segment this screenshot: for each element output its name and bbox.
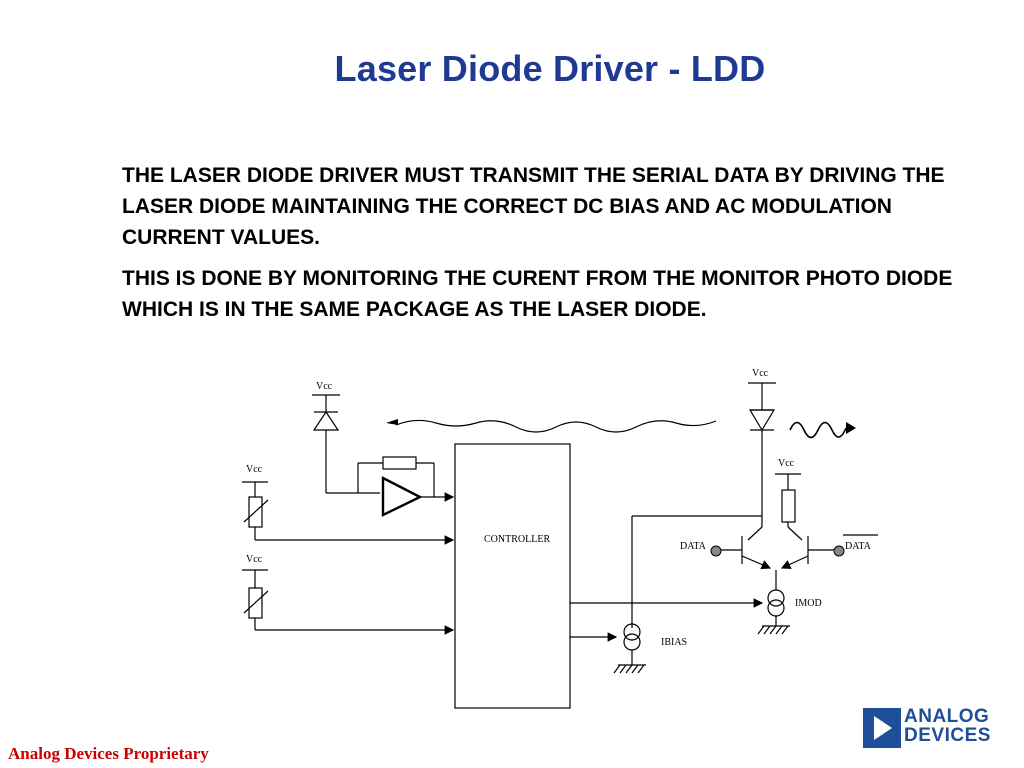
- data-label: DATA: [680, 541, 707, 552]
- controller-label: CONTROLLER: [484, 534, 550, 545]
- imod-label: IMOD: [795, 598, 822, 609]
- logo-line-2: DEVICES: [904, 725, 991, 746]
- vcc-label-pot2: Vcc: [246, 554, 263, 565]
- vcc-label-pot1: Vcc: [246, 464, 263, 475]
- load-resistor-icon: [781, 489, 796, 523]
- slide-title: Laser Diode Driver - LDD: [334, 48, 766, 89]
- data-bar-input-node: [833, 545, 845, 557]
- data-bar-label: DATA: [845, 541, 872, 552]
- logo-line-1: ANALOG: [904, 706, 990, 727]
- optical-feedback-wave-icon: [395, 419, 717, 433]
- controller-block: [454, 443, 571, 709]
- paragraph-1: THE LASER DIODE DRIVER MUST TRANSMIT THE…: [122, 164, 945, 249]
- amplifier-icon: [381, 476, 423, 517]
- laser-diode-icon: [748, 409, 776, 432]
- slide-body: THE LASER DIODE DRIVER MUST TRANSMIT THE…: [122, 160, 972, 335]
- ibias-ground-icon: [613, 664, 645, 674]
- monitor-photodiode-icon: [312, 410, 340, 431]
- feedback-resistor-icon: [382, 456, 417, 470]
- logo-wordmark: ANALOG DEVICES: [904, 707, 991, 745]
- imod-ground-icon: [757, 625, 789, 635]
- vcc-label-monitor: Vcc: [316, 381, 333, 392]
- imod-source-icon: [767, 589, 785, 607]
- analog-devices-logo-icon: [863, 708, 901, 748]
- data-input-node: [710, 545, 722, 557]
- laser-emission-wave-icon: [789, 421, 847, 439]
- vcc-label-resistor: Vcc: [778, 458, 795, 469]
- ibias-source-icon: [623, 623, 641, 641]
- ibias-label: IBIAS: [661, 637, 687, 648]
- footer-proprietary: Analog Devices Proprietary: [8, 744, 209, 763]
- paragraph-2: THIS IS DONE BY MONITORING THE CURENT FR…: [122, 267, 953, 321]
- vcc-label-laser: Vcc: [752, 368, 769, 379]
